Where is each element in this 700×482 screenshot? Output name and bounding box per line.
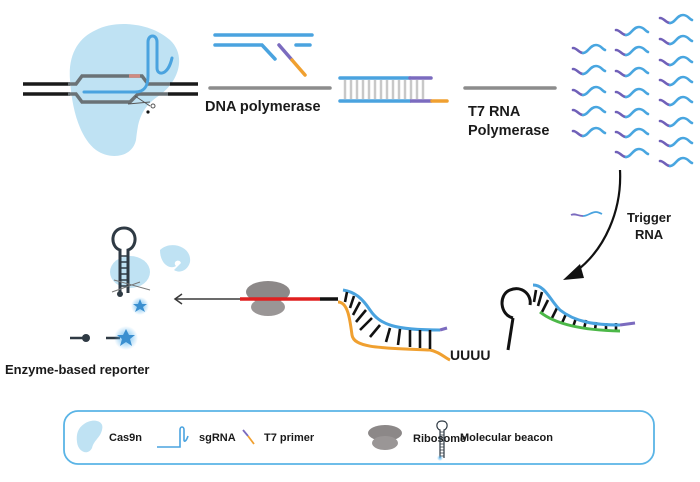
molecular-beacon-icon — [436, 420, 448, 461]
t7-primer-orange — [290, 58, 307, 77]
base-pair — [351, 301, 362, 316]
base-pair — [343, 291, 349, 303]
primer-annealing — [213, 33, 314, 77]
trigger-rna-wave — [571, 64, 607, 76]
trigger-rna-wave — [614, 66, 650, 78]
trigger-rna-wave — [614, 25, 650, 37]
dna-polymerase-label: DNA polymerase — [205, 99, 321, 115]
legend-label-t7-primer: T7 primer — [264, 432, 315, 444]
trigger-rna-wave — [658, 95, 694, 107]
curved-arrow-head — [563, 264, 584, 280]
base-pair — [348, 295, 356, 309]
trigger-rna-wave — [658, 55, 694, 67]
trigger-rna-wave — [614, 127, 650, 139]
cas9n-icon — [76, 420, 103, 453]
base-pair — [532, 289, 538, 303]
legend-label-sgrna: sgRNA — [199, 432, 236, 444]
trigger-label-line2: RNA — [635, 227, 664, 242]
trigger-rna-wave — [571, 85, 607, 97]
reporter-label: Enzyme-based reporter — [5, 362, 150, 377]
ribosome-icon — [368, 425, 402, 450]
cas9n-dna-complex — [23, 24, 198, 156]
base-pair — [396, 328, 402, 346]
base-pair — [540, 299, 550, 313]
base-pair — [536, 291, 544, 307]
trigger-rna-wave — [614, 87, 650, 99]
sgrna-icon — [157, 426, 189, 448]
legend-box — [63, 410, 655, 465]
trigger-rna-wave — [614, 107, 650, 119]
legend-label-cas9n: Cas9n — [109, 432, 142, 444]
trigger-rna-transcripts — [571, 13, 694, 168]
t7-primer-icon — [242, 429, 255, 445]
t7-label-line2: Polymerase — [468, 123, 549, 139]
trigger-rna-wave — [614, 147, 650, 159]
sgrna-strand — [82, 34, 174, 94]
enzyme-based-reporter — [70, 226, 191, 350]
trigger-rna-wave — [658, 136, 694, 148]
trigger-rna-wave — [571, 105, 607, 117]
trigger-label-line1: Trigger — [627, 210, 671, 225]
t7-label-line1: T7 RNA — [468, 104, 521, 120]
base-pair — [369, 324, 381, 338]
trigger-rna-icon — [570, 211, 603, 217]
cas9n-shape — [69, 24, 180, 156]
legend-label-molecular-beacon: Molecular beacon — [460, 432, 553, 444]
trigger-rna-wave — [658, 75, 694, 87]
toehold-switch-closed — [500, 283, 636, 351]
base-pair — [550, 307, 559, 319]
translation-arrow-head — [173, 293, 183, 305]
uuuu-label: UUUU — [450, 347, 490, 363]
trigger-rna-wave — [658, 116, 694, 128]
legend: Cas9n sgRNA T7 primer Ribosome Molecular… — [63, 410, 655, 465]
trigger-rna-wave — [658, 13, 694, 25]
trigger-rna-wave — [658, 34, 694, 46]
scissors-icon — [127, 95, 156, 114]
trigger-rna-wave — [658, 156, 694, 168]
toehold-switch-open — [337, 288, 451, 362]
dna-bubble-top — [68, 74, 170, 86]
curved-arrow — [574, 169, 622, 273]
base-pair — [384, 327, 392, 343]
trigger-rna-wave — [571, 126, 607, 138]
trigger-rna-wave — [571, 43, 607, 55]
base-pair — [359, 317, 373, 331]
trigger-rna-wave — [614, 45, 650, 57]
t7-primer-purple — [277, 43, 294, 62]
dsdna-product — [338, 76, 449, 103]
base-pair — [355, 309, 367, 323]
dna-bubble-bottom — [68, 92, 168, 104]
